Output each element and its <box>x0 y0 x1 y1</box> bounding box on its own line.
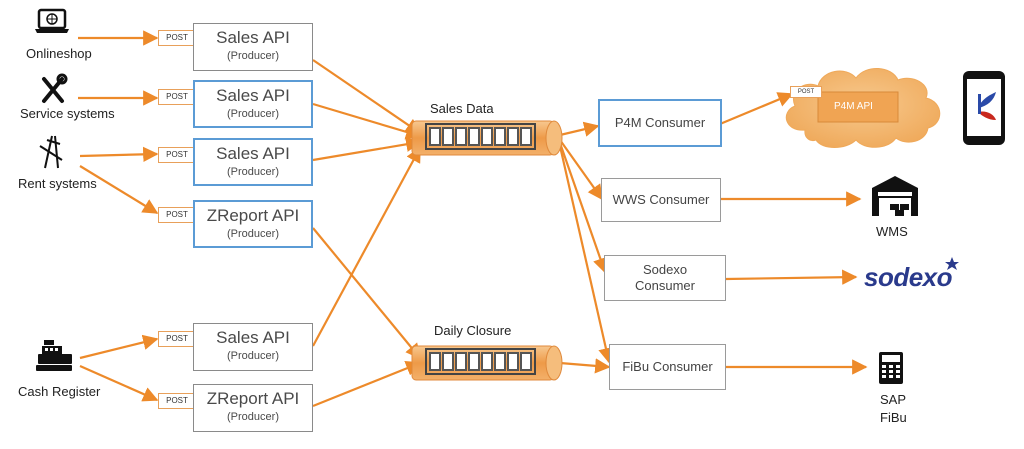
arrow-p2-sales <box>312 102 422 140</box>
arrow-p4m-api <box>719 92 794 126</box>
arrow-p3-sales <box>312 136 422 162</box>
topic-label-sales: Sales Data <box>430 101 494 116</box>
calculator-icon <box>879 352 903 384</box>
arrow-cash-2 <box>79 364 159 402</box>
consumer-sodexo: Sodexo Consumer <box>604 255 726 301</box>
producer-subtitle: (Producer) <box>227 228 279 240</box>
arrow-rent-2 <box>79 165 159 214</box>
consumer-sodexo-line2: Consumer <box>635 278 695 293</box>
daily-closure-queue <box>411 345 563 381</box>
producer-title: ZReport API <box>206 389 300 408</box>
phone-icon <box>963 71 1005 145</box>
arrow-p6-closure <box>312 361 422 408</box>
producer-subtitle: (Producer) <box>227 350 279 362</box>
arrow-cash-1 <box>79 334 159 360</box>
producer-title: Sales API <box>216 86 290 105</box>
sales-data-queue <box>411 120 563 156</box>
wms-label: WMS <box>876 224 908 239</box>
arrow-sodexo-logo <box>725 269 858 285</box>
source-label-service: Service systems <box>20 106 115 121</box>
arrow-p1-sales <box>312 59 422 134</box>
consumer-p4m: P4M Consumer <box>598 99 722 147</box>
arrow-sales-fibu <box>558 145 614 364</box>
consumer-sodexo-line1: Sodexo <box>642 262 688 277</box>
producer-sales-api-4: Sales API (Producer) <box>193 323 313 371</box>
sap-label-1: SAP <box>880 392 907 407</box>
producer-title: Sales API <box>216 328 290 347</box>
post-tag: POST <box>158 207 196 223</box>
p4m-api-label: P4M API <box>834 101 873 112</box>
consumer-wws: WWS Consumer <box>601 178 721 222</box>
source-label-rent: Rent systems <box>18 176 97 191</box>
producer-title: Sales API <box>216 28 290 47</box>
arrow-closure-fibu <box>559 358 611 374</box>
producer-subtitle: (Producer) <box>227 108 279 120</box>
consumer-fibu: FiBu Consumer <box>609 344 726 390</box>
producer-sales-api-3: Sales API (Producer) <box>193 138 313 186</box>
post-tag: POST <box>158 30 196 46</box>
producer-zreport-api-1: ZReport API (Producer) <box>193 200 313 248</box>
sodexo-logo: sodexo <box>864 262 953 292</box>
p4m-cloud <box>785 68 941 148</box>
arrow-sales-wws <box>559 139 603 201</box>
arrow-p5-sales <box>312 146 421 347</box>
producer-subtitle: (Producer) <box>227 166 279 178</box>
topic-label-closure: Daily Closure <box>434 323 512 338</box>
post-tag: POST <box>158 147 196 163</box>
arrow-sales-p4m <box>559 121 600 137</box>
producer-zreport-api-2: ZReport API (Producer) <box>193 384 313 432</box>
source-label-cash: Cash Register <box>18 384 101 399</box>
producer-subtitle: (Producer) <box>227 50 279 62</box>
arrow-rent-1 <box>79 146 159 163</box>
post-tag: POST <box>790 86 822 98</box>
producer-title: ZReport API <box>206 206 300 225</box>
warehouse-icon <box>872 176 918 216</box>
post-tag: POST <box>158 393 196 409</box>
producer-title: Sales API <box>216 144 290 163</box>
sap-label-2: FiBu <box>880 410 907 425</box>
cash-register-icon <box>36 340 72 371</box>
producer-sales-api-2: Sales API (Producer) <box>193 80 313 128</box>
sodexo-star-icon <box>945 257 959 270</box>
producer-sales-api-1: Sales API (Producer) <box>193 23 313 71</box>
post-tag: POST <box>158 331 196 347</box>
source-label-onlineshop: Onlineshop <box>26 46 92 61</box>
producer-subtitle: (Producer) <box>227 411 279 423</box>
ski-icon <box>39 135 63 169</box>
arrow-sales-sodexo <box>558 142 608 274</box>
tools-icon <box>42 73 68 103</box>
laptop-icon <box>35 8 69 33</box>
post-tag: POST <box>158 89 196 105</box>
arrow-p4-closure <box>312 227 421 360</box>
